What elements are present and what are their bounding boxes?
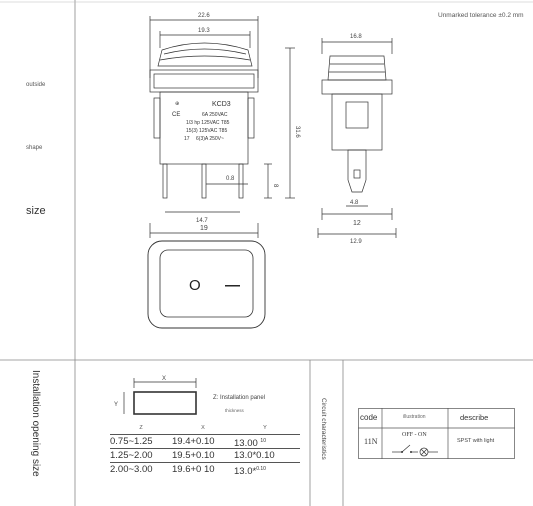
label-outside: outside xyxy=(26,82,46,88)
opening-row3-z: 2.00~3.00 xyxy=(110,464,153,475)
opening-z-label: Z: Installation panel xyxy=(213,395,266,401)
opening-header-y: Y xyxy=(263,425,267,431)
off-symbol: O xyxy=(189,277,201,294)
front-view-drawing: ⊕ KCD3 CE 6A 250VAC 1/3 hp 125VAC T85 15… xyxy=(149,13,300,238)
dim-overall-width: 22.6 xyxy=(198,13,210,19)
dim-terminal-width: 4.8 xyxy=(350,200,359,206)
opening-row3-y: 13.0* xyxy=(234,466,257,478)
opening-row2-y: 13.0*0.10 xyxy=(234,450,275,461)
dim-terminal-pitch: 14.7 xyxy=(196,218,208,224)
opening-diagram: X Y xyxy=(114,376,197,415)
opening-table-header: Z X Y xyxy=(110,425,300,435)
svg-text:⊕: ⊕ xyxy=(175,101,179,107)
label-shape: shape xyxy=(26,145,43,151)
dim-terminal-spacing: 0.8 xyxy=(226,176,235,182)
side-view-drawing: 16.8 4.8 12 12.9 xyxy=(317,34,397,245)
opening-row1-y: 13.00 xyxy=(234,438,261,450)
rating-line-3: 15(3) 125VAC T85 xyxy=(186,128,227,134)
circuit-table-grid xyxy=(358,408,515,459)
circuit-header-describe: describe xyxy=(460,413,489,422)
circuit-code: 11N xyxy=(364,437,378,446)
dim-side-base-width: 12.9 xyxy=(350,239,362,245)
on-symbol: — xyxy=(225,277,240,294)
circuit-describe: SPST with light xyxy=(457,438,495,444)
dim-base-width: 19 xyxy=(200,225,208,232)
opening-row1-y-sup: 10 xyxy=(260,438,266,444)
table-row: 0.75~1.25 19.4+0.10 13.00 10 xyxy=(110,435,300,449)
opening-z-sublabel: thickness xyxy=(225,408,244,413)
rating-line-4: 6(3)A 250V~ xyxy=(196,136,224,142)
opening-row1-x: 19.4+0.10 xyxy=(172,436,215,447)
table-row: 2.00~3.00 19.6+0 10 13.0*0.10 xyxy=(110,463,300,478)
opening-row3-y-sup: 0.10 xyxy=(256,466,266,472)
dim-side-body-width: 12 xyxy=(353,220,361,227)
opening-row2-x: 19.5+0.10 xyxy=(172,450,215,461)
cert-number: 17 xyxy=(184,136,190,142)
opening-x-label: X xyxy=(162,376,166,382)
top-view-drawing: O — xyxy=(147,240,266,329)
model-text: KCD3 xyxy=(212,101,231,108)
opening-y-label: Y xyxy=(114,402,118,408)
opening-header-x: X xyxy=(201,425,205,431)
label-size: size xyxy=(26,205,46,217)
opening-row2-z: 1.25~2.00 xyxy=(110,450,153,461)
opening-table: Z X Y 0.75~1.25 19.4+0.10 13.00 10 1.25~… xyxy=(110,425,300,478)
opening-row3-x: 19.6+0 10 xyxy=(172,464,215,475)
opening-row1-z: 0.75~1.25 xyxy=(110,436,153,447)
circuit-characteristics-label: Circuit characteristics xyxy=(320,398,327,460)
circuit-illustration-label: OFF - ON xyxy=(402,432,427,438)
opening-header-z: Z xyxy=(139,425,143,431)
rating-line-2: 1/3 hp 125VAC T85 xyxy=(186,120,230,126)
ce-mark: CE xyxy=(172,112,180,118)
dim-body-width: 19.3 xyxy=(198,28,210,34)
dim-top-width: 16.8 xyxy=(350,34,362,40)
tolerance-note: Unmarked tolerance ±0.2 mm xyxy=(438,12,524,19)
switch-symbol xyxy=(392,444,438,457)
circuit-header-code: code xyxy=(360,413,378,422)
table-row: 1.25~2.00 19.5+0.10 13.0*0.10 xyxy=(110,449,300,463)
installation-opening-label: Installation opening size xyxy=(30,370,41,477)
circuit-header-illustration: illustration xyxy=(403,414,426,420)
rating-line-1: 6A 250VAC xyxy=(202,112,228,118)
dim-height: 31.6 xyxy=(294,126,300,138)
dim-terminal-length: 8 xyxy=(272,184,278,188)
